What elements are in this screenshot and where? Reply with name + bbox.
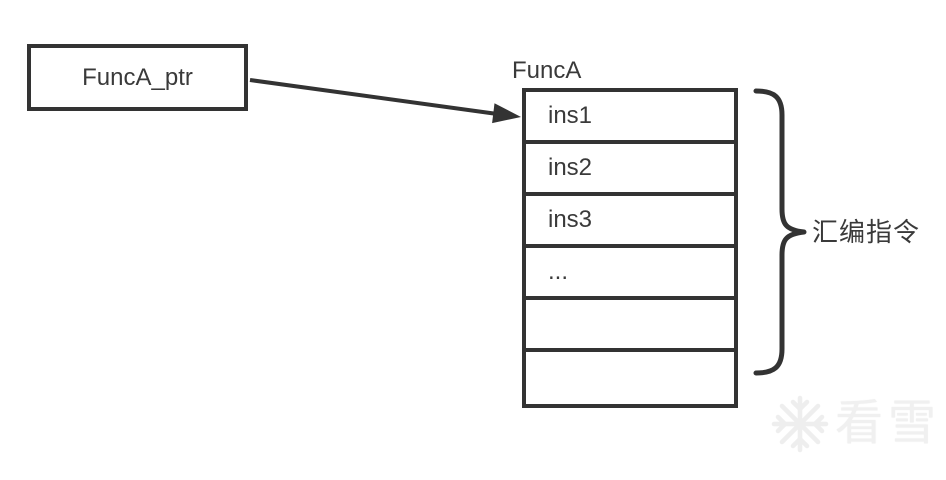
watermark-text: 看雪 xyxy=(835,397,942,450)
funca-ptr-box: FuncA_ptr xyxy=(27,44,248,111)
curly-brace xyxy=(753,88,807,376)
stack-cell-empty-1 xyxy=(526,300,734,352)
funca-ptr-label: FuncA_ptr xyxy=(82,63,193,91)
stack-cell-ins2: ins2 xyxy=(526,144,734,196)
stack-cell-ellipsis: ... xyxy=(526,248,734,300)
brace-label: 汇编指令 xyxy=(812,217,921,247)
stack-cell-empty-2 xyxy=(526,352,734,404)
funca-title: FuncA xyxy=(512,57,582,84)
snowflake-icon xyxy=(771,395,829,453)
stack-cell-ins1: ins1 xyxy=(526,92,734,144)
watermark: 看雪 xyxy=(771,394,941,454)
instruction-stack: ins1 ins2 ins3 ... xyxy=(522,88,738,408)
stack-cell-ins3: ins3 xyxy=(526,196,734,248)
